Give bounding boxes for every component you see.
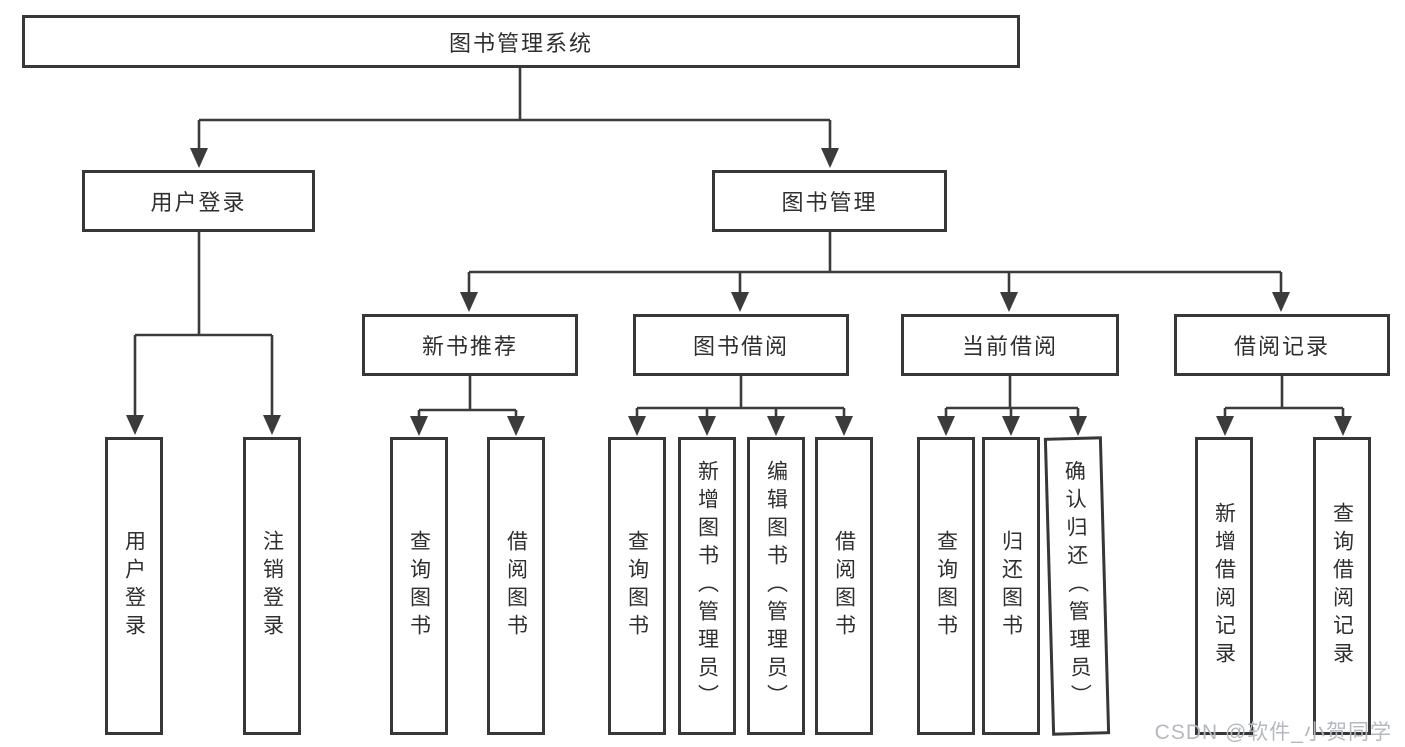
connector-borrow-records-children — [1223, 376, 1345, 418]
node-new-book-recommendation: 新书推荐 — [362, 314, 578, 376]
leaf-logout: 注销登录 — [243, 437, 301, 735]
leaf-label: 查询图书 — [407, 530, 431, 642]
node-current-borrowing: 当前借阅 — [901, 314, 1119, 376]
leaf-user-login: 用户登录 — [105, 437, 163, 735]
leaf-query-books-current: 查询图书 — [917, 437, 975, 735]
leaf-confirm-return-admin: 确认归还（管理员） — [1043, 436, 1111, 736]
leaf-label: 归还图书 — [999, 530, 1023, 642]
leaf-label: 注销登录 — [260, 530, 284, 642]
node-book-management: 图书管理 — [712, 170, 947, 232]
leaf-label: 借阅图书 — [832, 530, 856, 642]
node-label: 当前借阅 — [961, 334, 1058, 359]
leaf-label: 确认归还（管理员） — [1061, 459, 1093, 713]
csdn-watermark: CSDN @软件_小贺同学 — [1154, 721, 1392, 744]
leaf-label: 新增借阅记录 — [1212, 502, 1236, 670]
leaf-edit-books-admin: 编辑图书（管理员） — [747, 437, 805, 735]
leaf-label: 用户登录 — [122, 530, 146, 642]
leaf-borrow-books-recommend: 借阅图书 — [487, 437, 545, 735]
node-book-borrowing: 图书借阅 — [633, 314, 849, 376]
connector-root-to-level2 — [197, 68, 832, 150]
leaf-label: 查询借阅记录 — [1330, 502, 1354, 670]
leaf-label: 查询图书 — [625, 530, 649, 642]
leaf-query-books-borrowing: 查询图书 — [608, 437, 666, 735]
node-label: 图书管理系统 — [448, 30, 593, 56]
leaf-query-books-recommend: 查询图书 — [390, 437, 448, 735]
node-label: 图书借阅 — [692, 334, 789, 359]
connector-user-login-children — [133, 232, 274, 417]
node-user-login: 用户登录 — [82, 170, 315, 232]
connector-book-borrow-children — [635, 376, 846, 418]
leaf-return-books: 归还图书 — [982, 437, 1040, 735]
leaf-borrow-books: 借阅图书 — [815, 437, 873, 735]
leaf-label: 新增图书（管理员） — [695, 460, 719, 712]
connector-book-management-children — [467, 232, 1283, 294]
node-label: 图书管理 — [781, 190, 878, 215]
node-borrowing-records: 借阅记录 — [1174, 314, 1390, 376]
leaf-label: 借阅图书 — [504, 530, 528, 642]
leaf-label: 查询图书 — [934, 530, 958, 642]
leaf-add-books-admin: 新增图书（管理员） — [678, 437, 736, 735]
leaf-label: 编辑图书（管理员） — [764, 460, 788, 712]
node-label: 新书推荐 — [421, 334, 518, 359]
leaf-query-borrow-record: 查询借阅记录 — [1313, 437, 1371, 735]
connector-current-borrow-children — [944, 376, 1080, 418]
leaf-add-borrow-record: 新增借阅记录 — [1195, 437, 1253, 735]
connector-new-book-children — [417, 376, 518, 418]
node-label: 借阅记录 — [1233, 334, 1330, 359]
node-library-management-system: 图书管理系统 — [22, 15, 1020, 68]
node-label: 用户登录 — [150, 190, 247, 215]
